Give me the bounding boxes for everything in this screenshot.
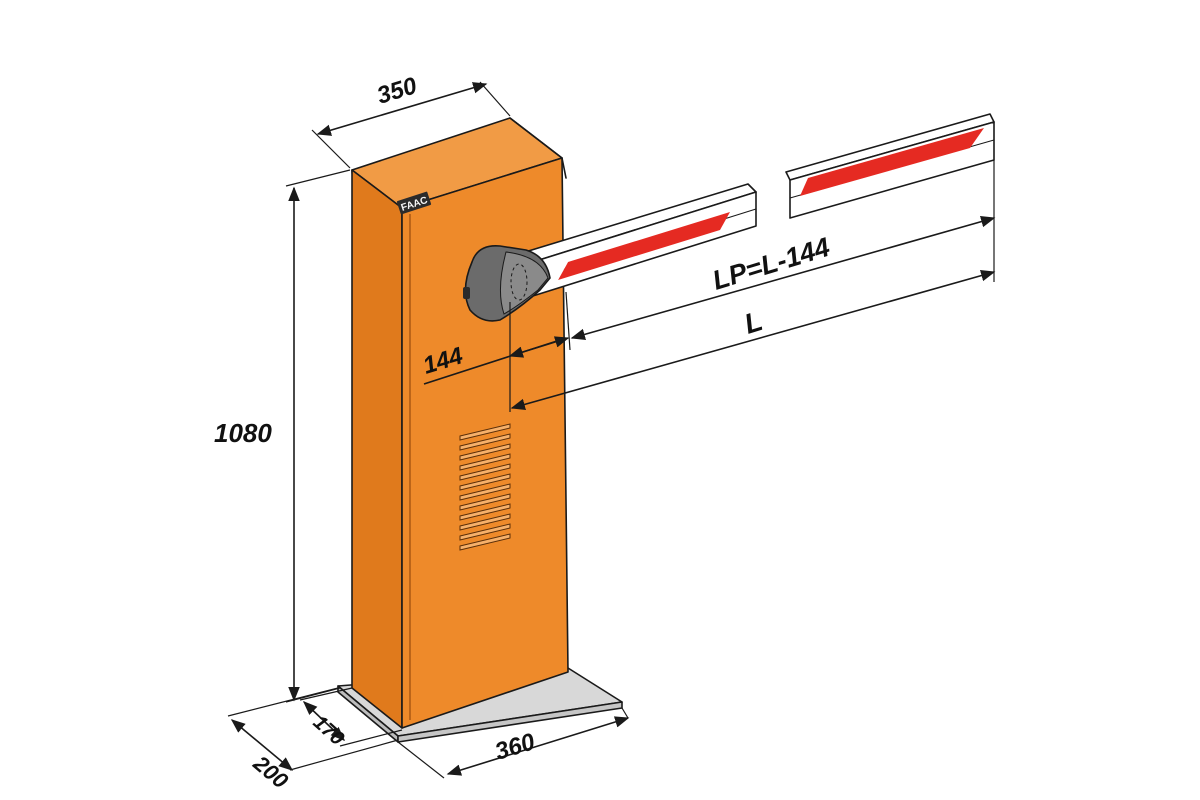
boom-far [785,113,995,219]
dimension-360-label: 360 [492,728,539,766]
dimension-L-label: L [741,305,766,340]
vent-slat [459,443,511,461]
boom-far-reflector [800,128,984,196]
vent-slat [459,463,511,481]
logo-badge [396,191,432,215]
vent-slat [459,513,511,531]
vent-slat [459,493,511,511]
vent-grille [459,423,511,551]
dimension-200-label: 200 [248,750,294,794]
vent-slat [459,523,511,541]
vent-slat [459,453,511,471]
cabinet: FAAC [351,117,569,729]
vent-slat [459,503,511,521]
vent-slat [459,433,511,451]
dimension-170-label: 170 [309,711,349,750]
vent-slat [459,473,511,491]
cabinet-side [351,169,403,729]
dimension-350-label: 350 [374,72,421,110]
hub-key-icon [463,287,470,299]
dimension-LP-label: LP=L-144 [709,232,833,296]
cabinet-right-bevel [509,117,567,179]
vent-slat [459,423,511,441]
dimension-1080: 1080 [214,169,351,703]
vent-slat [459,533,511,551]
vent-slat [459,483,511,501]
dimension-1080-label: 1080 [214,418,272,448]
